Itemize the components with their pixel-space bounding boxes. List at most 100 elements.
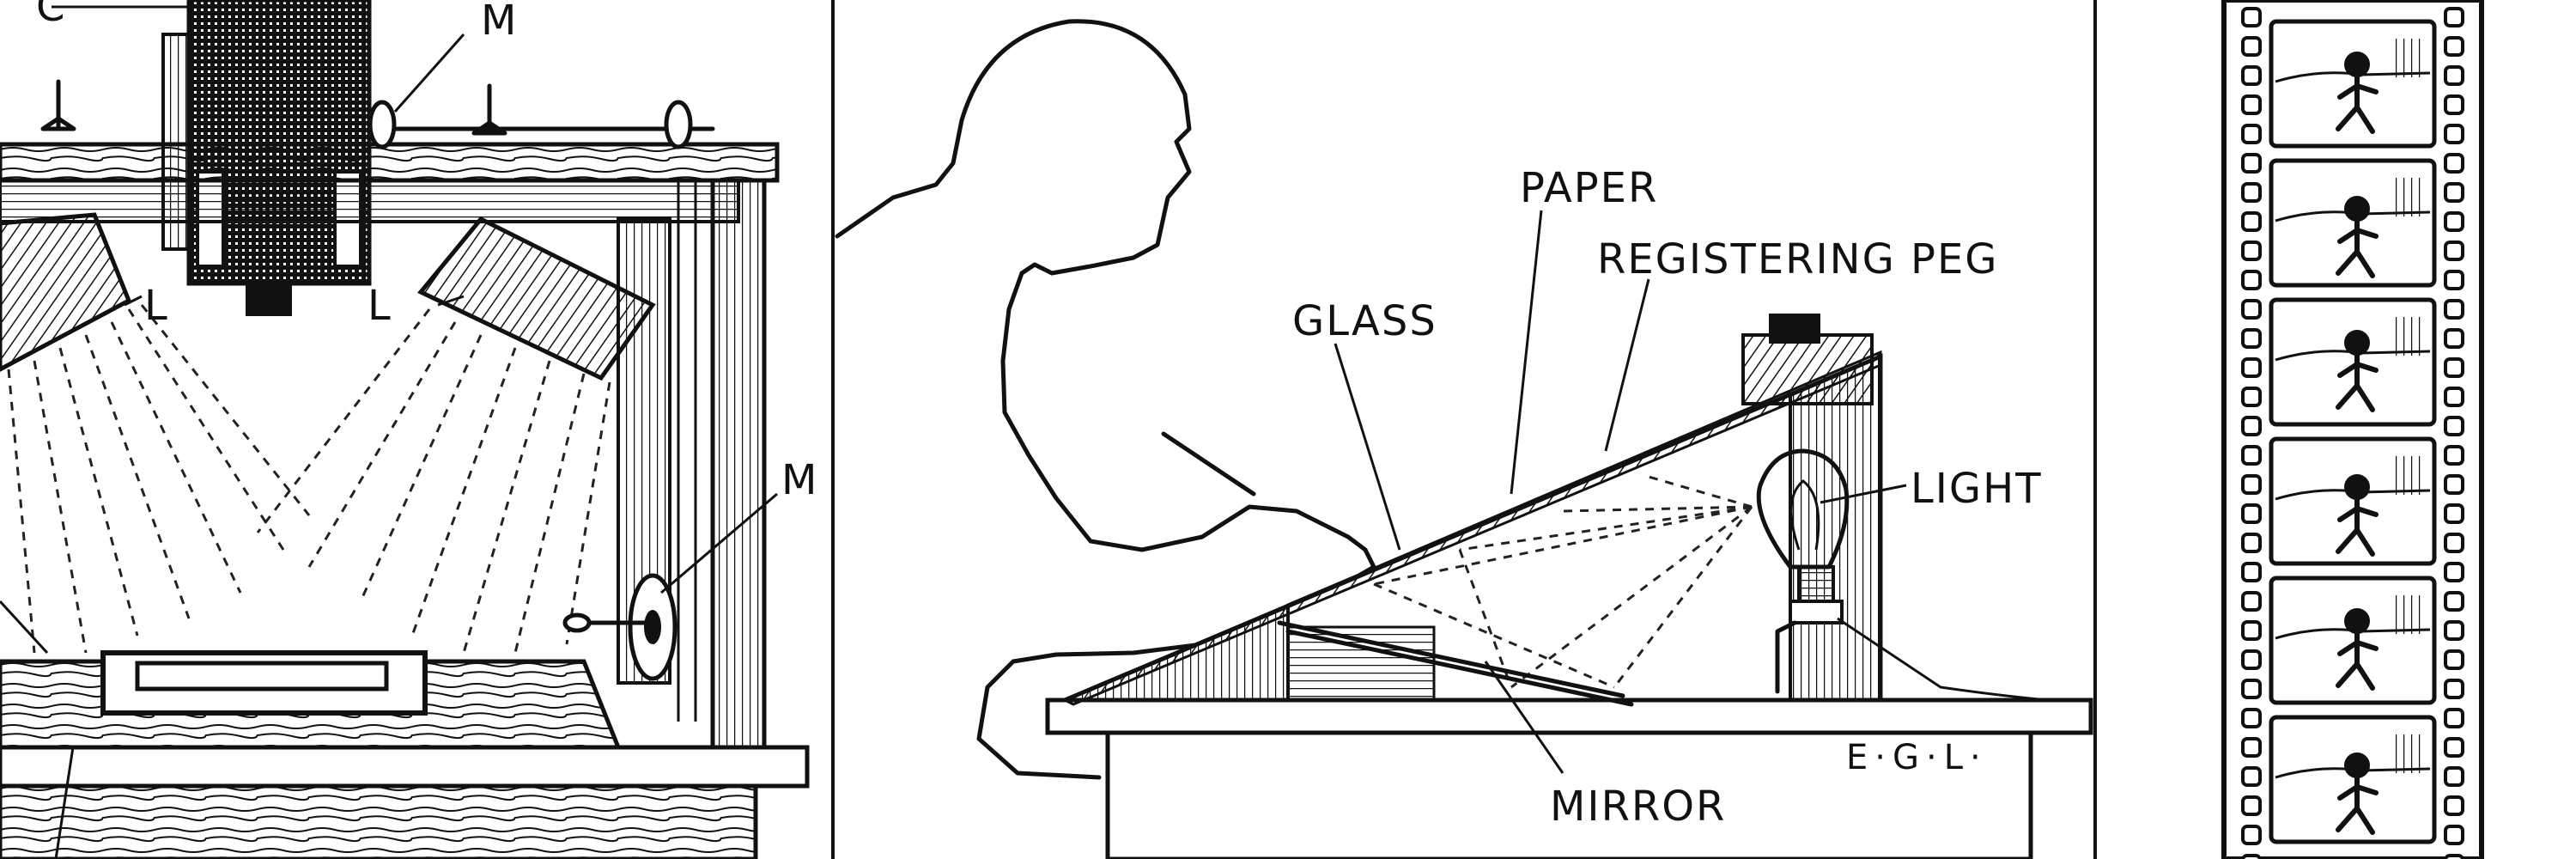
sprocket-hole-left: [2241, 65, 2262, 86]
table-base: [0, 783, 758, 859]
sprocket-hole-right: [2444, 65, 2464, 86]
sprocket-hole-left: [2241, 270, 2262, 290]
sprocket-hole-left: [2241, 241, 2262, 261]
sprocket-hole-right: [2444, 474, 2464, 495]
sprocket-hole-left: [2241, 503, 2262, 524]
left-panel-camera-stand: C M L L M: [0, 0, 818, 859]
lamp-left: [0, 212, 132, 372]
sprocket-hole-right: [2444, 124, 2464, 144]
light-rays-bulb: [1373, 475, 1753, 689]
label-m-top: M: [481, 0, 518, 45]
film-frame: [2269, 297, 2437, 427]
label-light: LIGHT: [1911, 465, 2043, 513]
light-rays-left: [7, 304, 311, 654]
lamp-right: [417, 216, 656, 381]
sprocket-hole-right: [2444, 737, 2464, 758]
animator-silhouette: [835, 19, 1376, 780]
sprocket-holes: [2241, 7, 2464, 859]
sprocket-hole-right: [2444, 825, 2464, 845]
signature-egl: E·G·L·: [1846, 738, 1988, 777]
sprocket-hole-left: [2241, 854, 2262, 859]
sprocket-hole-left: [2241, 737, 2262, 758]
registering-peg-mount: [1741, 333, 1874, 405]
sprocket-hole-left: [2241, 708, 2262, 728]
sprocket-hole-left: [2241, 766, 2262, 787]
sprocket-hole-right: [2444, 416, 2464, 436]
knob-right: [471, 83, 507, 136]
sprocket-hole-right: [2444, 357, 2464, 378]
sprocket-hole-left: [2241, 357, 2262, 378]
film-frame: [2269, 436, 2437, 566]
label-m-side: M: [781, 456, 818, 504]
sprocket-hole-right: [2444, 387, 2464, 407]
label-mirror: MIRROR: [1550, 783, 1726, 831]
pulley-top-right: [664, 100, 693, 149]
crank-wheel: [562, 573, 677, 681]
pulley-top-left: [368, 100, 397, 149]
film-frame: [2269, 19, 2437, 149]
sprocket-hole-right: [2444, 649, 2464, 670]
sprocket-hole-left: [2241, 620, 2262, 641]
sprocket-hole-left: [2241, 328, 2262, 349]
film-frames: [2269, 19, 2437, 844]
sprocket-hole-left: [2241, 416, 2262, 436]
sprocket-hole-left: [2241, 211, 2262, 232]
sprocket-hole-left: [2241, 153, 2262, 174]
sprocket-hole-left: [2241, 591, 2262, 612]
label-paper: PAPER: [1520, 164, 1658, 212]
knob-left: [40, 79, 76, 131]
sprocket-hole-left: [2241, 649, 2262, 670]
label-glass: GLASS: [1292, 297, 1437, 345]
sprocket-hole-left: [2241, 387, 2262, 407]
film-frame: [2269, 715, 2437, 844]
sprocket-hole-left: [2241, 124, 2262, 144]
sprocket-hole-right: [2444, 7, 2464, 27]
sprocket-hole-left: [2241, 825, 2262, 845]
sprocket-hole-right: [2444, 766, 2464, 787]
sprocket-hole-right: [2444, 94, 2464, 115]
sprocket-hole-left: [2241, 795, 2262, 816]
sprocket-hole-right: [2444, 328, 2464, 349]
sprocket-hole-right: [2444, 562, 2464, 582]
film-frame: [2269, 158, 2437, 288]
sprocket-hole-right: [2444, 270, 2464, 290]
sprocket-hole-left: [2241, 7, 2262, 27]
sprocket-hole-right: [2444, 211, 2464, 232]
sprocket-hole-left: [2241, 562, 2262, 582]
table-cabinet: [1105, 730, 2033, 859]
sprocket-hole-left: [2241, 533, 2262, 553]
sprocket-hole-right: [2444, 854, 2464, 859]
sprocket-hole-right: [2444, 620, 2464, 641]
sprocket-hole-left: [2241, 299, 2262, 320]
table-front-edge: [0, 745, 810, 789]
light-bulb: [1756, 448, 2049, 702]
middle-panel-light-table: PAPER REGISTERING PEG GLASS LIGHT MIRROR…: [835, 19, 2093, 859]
camera-lens: [246, 282, 292, 316]
top-crossbeam: [0, 142, 780, 183]
sprocket-hole-right: [2444, 153, 2464, 174]
sprocket-hole-right: [2444, 445, 2464, 466]
sprocket-hole-right: [2444, 708, 2464, 728]
sprocket-hole-left: [2241, 474, 2262, 495]
label-registering-peg: REGISTERING PEG: [1597, 235, 1998, 283]
sprocket-hole-left: [2241, 36, 2262, 57]
sprocket-hole-right: [2444, 299, 2464, 320]
film-frame: [2269, 576, 2437, 705]
sprocket-hole-right: [2444, 795, 2464, 816]
sprocket-hole-left: [2241, 445, 2262, 466]
label-l-right: L: [368, 282, 392, 330]
sprocket-hole-right: [2444, 241, 2464, 261]
peg-knob: [1769, 314, 1820, 344]
label-l-left: L: [144, 282, 169, 330]
label-c: C: [36, 0, 67, 31]
mirror-surface: [1277, 620, 1625, 698]
sprocket-hole-right: [2444, 182, 2464, 203]
sprocket-hole-left: [2241, 94, 2262, 115]
sprocket-hole-right: [2444, 36, 2464, 57]
right-panel-film-strip: [2221, 0, 2484, 859]
table-top-board: [1045, 698, 2093, 735]
light-rays-right: [256, 308, 611, 654]
sprocket-hole-right: [2444, 503, 2464, 524]
